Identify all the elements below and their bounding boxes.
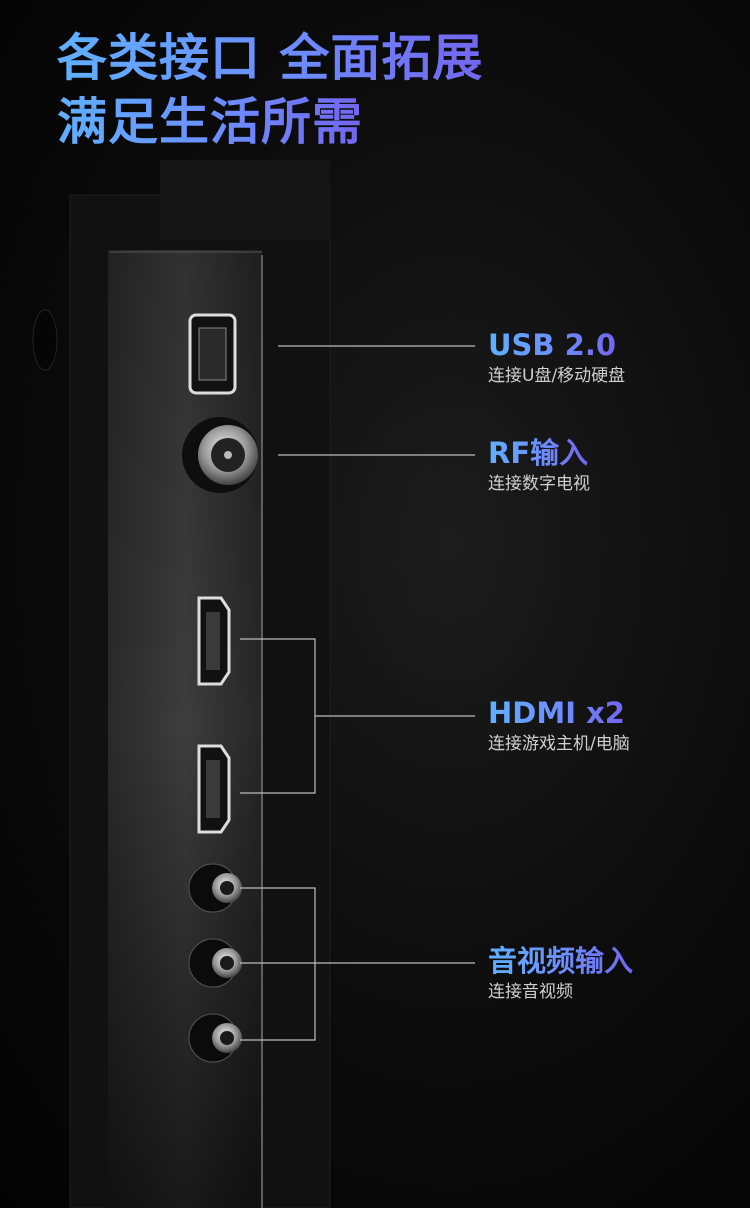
hdmi-port-icon [197, 596, 231, 686]
usb-port-icon [188, 313, 237, 395]
leader-lines [240, 345, 475, 1041]
hdmi-port-icon [197, 744, 231, 834]
headline-line-2: 满足生活所需 [57, 93, 363, 151]
av-label: 音视频输入 连接音视频 [488, 944, 633, 1004]
port-title: USB 2.0 [488, 328, 617, 362]
av-jack-icon [188, 1013, 242, 1063]
headline-line-1: 各类接口 全面拓展 [57, 29, 484, 87]
hdmi-label: HDMI x2 连接游戏主机/电脑 [488, 696, 630, 756]
port-title: HDMI x2 [488, 696, 625, 730]
port-subtitle: 连接音视频 [488, 982, 573, 1002]
port-subtitle: 连接游戏主机/电脑 [488, 734, 630, 754]
av-jack-icon [188, 863, 242, 913]
av-jack-icon [188, 938, 242, 988]
usb-label: USB 2.0 连接U盘/移动硬盘 [488, 328, 625, 388]
rf-label: RF输入 连接数字电视 [488, 436, 590, 496]
port-title: RF输入 [488, 436, 589, 470]
rf-port-icon [182, 417, 258, 493]
port-subtitle: 连接U盘/移动硬盘 [488, 366, 626, 386]
port-subtitle: 连接数字电视 [488, 474, 590, 494]
port-title: 音视频输入 [488, 944, 634, 978]
